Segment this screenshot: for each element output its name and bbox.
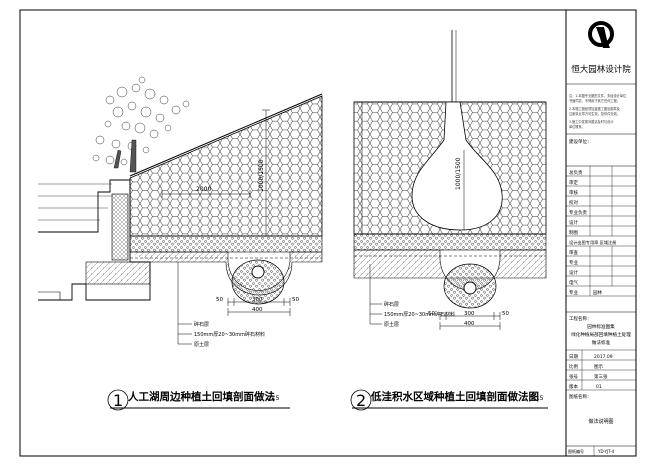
info-date-value: 2017.09 <box>594 354 613 360</box>
detail2-dim-50a: 50 <box>428 311 435 317</box>
detail2-dim-50b: 50 <box>502 311 509 317</box>
detail1-leader <box>177 262 192 345</box>
project-label: 工程名称： <box>569 315 592 322</box>
planting-soil-fill <box>129 95 323 237</box>
tree-canopy <box>92 76 190 166</box>
detail1-dim-total: 400 <box>252 307 263 313</box>
gravel-band-2 <box>353 233 547 251</box>
root-ball <box>411 101 503 231</box>
detail1-dim-height: 1000/1500 <box>258 159 265 192</box>
title-block: 恒大园林设计院 注：1.本图专业图形文件，未经设计单位 书面同意，不得用于其它任… <box>565 10 636 456</box>
detail1-dim-lines <box>161 109 291 316</box>
project-line-3: 做法标准 <box>592 339 611 346</box>
detail2-dim-total: 400 <box>464 321 475 327</box>
sign-row-6: 设计 <box>569 219 578 226</box>
info-sheet-value: 第三张 <box>594 373 608 380</box>
firm-note-4: 注册执业章方可生效，复印件无效。 <box>569 111 620 116</box>
sign-row-1: 总负责 <box>569 169 583 176</box>
firm-note-2: 书面同意，不得用于其它任何工程。 <box>569 98 620 103</box>
drain-pipe-2 <box>463 281 477 295</box>
info-scale-value: 图示 <box>594 364 603 370</box>
project-line-1: 园林标准图集 <box>587 323 615 330</box>
info-sheet-label: 张号 <box>569 373 578 380</box>
project-line-2: 绿化种植局部回填种植土处理 <box>571 331 631 338</box>
detail2-note-3: 原土层 <box>384 321 399 328</box>
detail1-note-3: 原土层 <box>194 341 209 348</box>
wide-row: 设计出图专用章 区域注册 <box>569 239 616 246</box>
footing <box>85 261 151 285</box>
detail-1-section: 2000 1000/1500 50 300 50 400 碎石层 150mm厚2… <box>38 76 323 411</box>
detail2-note-1: 碎石层 <box>384 301 399 308</box>
firm-note-5: 3.施工中发现问题请及时与设计 <box>569 119 614 124</box>
detail1-scale: 1:15 <box>266 395 280 402</box>
firm-logo-icon <box>588 21 614 48</box>
sign-row-7: 制图 <box>569 229 578 236</box>
detail2-number-circle <box>350 389 372 411</box>
firm-name: 恒大园林设计院 <box>571 64 631 75</box>
detail1-dim-300: 300 <box>252 297 263 303</box>
sheet-no-label: 图纸编号 <box>568 448 584 454</box>
sign-row-11: 电气 <box>569 279 578 286</box>
info-date-label: 日期 <box>569 354 578 360</box>
sign-row-3: 审核 <box>569 189 578 196</box>
firm-note-1: 注：1.本图专业图形文件，未经设计单位 <box>569 93 627 98</box>
info-version-label: 版本 <box>569 383 578 390</box>
lake-water-lines <box>38 183 112 221</box>
sign-row-5: 专业负责 <box>569 209 587 216</box>
discipline-label: 专业 <box>569 289 578 296</box>
sign-row-4: 校对 <box>569 199 578 206</box>
detail1-number: 1 <box>113 391 123 410</box>
detail1-dim-width: 2000 <box>196 186 211 193</box>
detail1-dim-50b: 50 <box>292 297 299 303</box>
sign-row-10: 设计 <box>569 269 578 276</box>
signature-grid <box>566 166 636 297</box>
detail2-scale: 1:15 <box>530 395 544 402</box>
detail2-note-2: 150mm厚20~30mm碎石材料 <box>384 311 455 318</box>
sign-row-2: 审定 <box>569 179 578 186</box>
drawing-value: 做法说明图 <box>588 418 613 425</box>
gravel-band <box>129 235 323 253</box>
drain-pipe <box>251 265 265 279</box>
sheet-no-value: YD-YJT-4 <box>597 449 615 454</box>
discipline-value: 园林 <box>593 289 602 296</box>
sign-row-8: 审查 <box>569 249 578 256</box>
detail-2-section: 1000/1500 50 300 50 400 碎石层 150mm厚20~30m… <box>350 30 548 411</box>
wall-hatch <box>111 193 129 261</box>
ground-line-left <box>38 291 61 300</box>
detail1-note-2: 150mm厚20~30mm碎石材料 <box>194 331 265 338</box>
client-label: 建设单位： <box>569 138 592 145</box>
detail2-dim-height: 1000/1500 <box>455 157 462 190</box>
slope-top-line <box>129 93 323 177</box>
info-scale-label: 比例 <box>569 363 578 370</box>
native-soil <box>130 251 323 296</box>
info-version-value: 01 <box>596 384 602 390</box>
detail2-leader <box>369 264 382 325</box>
sign-row-9: 专业 <box>569 259 578 266</box>
sheet-border <box>19 9 637 457</box>
detail2-number: 2 <box>356 391 366 410</box>
detail2-title: 低洼积水区域种植土回填剖面做法图 <box>370 390 539 403</box>
drawing-label: 图纸名称： <box>569 393 592 400</box>
info-grid <box>566 349 636 391</box>
detail1-note-1: 碎石层 <box>194 321 209 328</box>
firm-note-6: 单位联系。 <box>569 124 585 129</box>
detail1-dim-50a: 50 <box>216 297 223 303</box>
drain-pit <box>231 259 285 305</box>
detail2-dim-lines <box>358 101 501 330</box>
detail2-dim-300: 300 <box>464 311 475 317</box>
tree-trunk <box>113 139 137 173</box>
firm-note-3: 2.本施工图纸须加盖施工图出图章及 <box>569 106 621 111</box>
detail1-title: 人工湖周边种植土回填剖面做法 <box>128 390 275 403</box>
detail1-number-circle <box>107 389 129 411</box>
